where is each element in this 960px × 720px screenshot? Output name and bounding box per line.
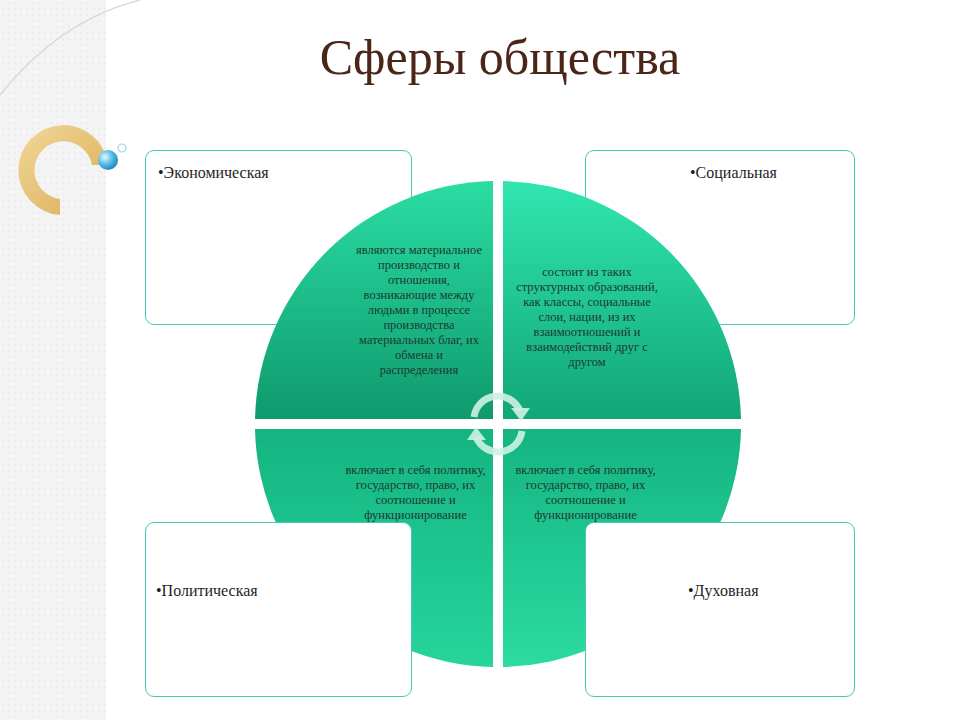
sector: являются материальное производство и отн… — [255, 181, 493, 419]
blue-ball — [98, 150, 118, 170]
cycle-arrow — [476, 431, 522, 452]
sector-text: являются материальное производство и отн… — [355, 243, 483, 378]
sphere-box: •Политическая — [145, 522, 412, 697]
sphere-box: •Духовная — [585, 522, 855, 697]
side-strip — [0, 0, 106, 720]
cycle-arrow — [474, 396, 520, 417]
sector-fill — [255, 181, 493, 419]
sector-text: включает в себя политику, государство, п… — [343, 463, 488, 523]
deco-arc — [0, 0, 140, 95]
gold-ring — [18, 125, 108, 215]
sphere-heading: •Духовная — [688, 582, 758, 600]
sector-text: включает в себя политику, государство, п… — [513, 463, 658, 523]
title: Сферы общества — [20, 28, 960, 86]
small-ring — [118, 144, 126, 152]
sphere-heading: •Экономическая — [158, 164, 269, 182]
sphere-heading: •Социальная — [690, 164, 777, 182]
arrow-head — [511, 408, 530, 421]
arrow-head — [467, 427, 486, 440]
sector: состоит из таких структурных образований… — [503, 181, 741, 419]
sector-fill — [503, 181, 741, 419]
sphere-heading: •Политическая — [156, 582, 258, 600]
sector-text: состоит из таких структурных образований… — [511, 265, 663, 370]
